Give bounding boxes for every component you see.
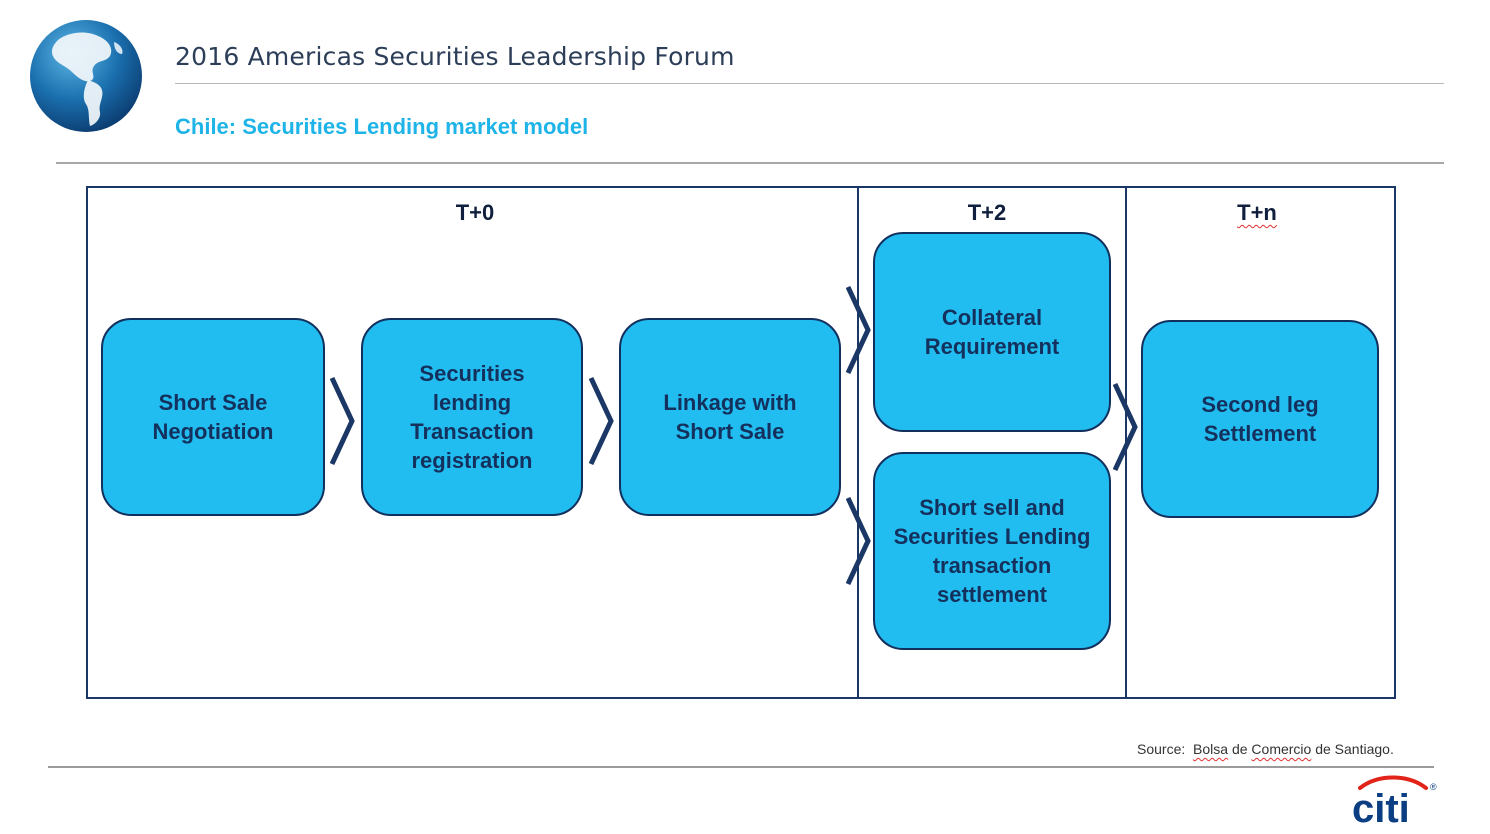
source-word-de: de [1231, 741, 1248, 757]
phase-divider-t2 [857, 186, 859, 697]
step-label: Linkage with Short Sale [663, 390, 797, 444]
step-label: Collateral Requirement [924, 305, 1060, 359]
source-note: Source: Bolsa de Comercio de Santiago. [1137, 741, 1394, 757]
title-divider [56, 162, 1444, 164]
logo-text: citi [1352, 787, 1410, 828]
citi-logo: citi ® [1352, 775, 1437, 828]
step-collateral-requirement: Collateral Requirement [873, 232, 1111, 432]
globe-icon [30, 20, 142, 132]
chevron-right-icon [330, 376, 355, 466]
forum-title: 2016 Americas Securities Leadership Foru… [175, 42, 735, 71]
footer-divider [48, 766, 1434, 768]
source-word-bolsa: Bolsa [1193, 741, 1229, 757]
step-label: Securities lending Transaction registrat… [410, 361, 534, 473]
source-rest: de Santiago. [1315, 741, 1394, 757]
phase-label-t2: T+2 [967, 200, 1007, 225]
page-title: Chile: Securities Lending market model [175, 114, 589, 139]
step-settlement: Short sell and Securities Lending transa… [873, 452, 1111, 650]
step-securities-lending-registration: Securities lending Transaction registrat… [361, 318, 583, 516]
chevron-right-icon [846, 496, 871, 586]
step-label: Short sell and Securities Lending transa… [893, 495, 1091, 607]
chevron-right-icon [589, 376, 614, 466]
step-second-leg-settlement: Second leg Settlement [1141, 320, 1379, 518]
step-label: Short Sale Negotiation [152, 390, 274, 444]
source-word-comercio: Comercio [1251, 741, 1312, 757]
phase-label-t0: T+0 [455, 200, 495, 225]
source-prefix: Source: [1137, 741, 1186, 757]
header-divider [175, 83, 1444, 84]
registered-mark: ® [1430, 782, 1437, 792]
step-linkage-with-short-sale: Linkage with Short Sale [619, 318, 841, 516]
step-label: Second leg Settlement [1201, 392, 1319, 446]
chevron-right-icon [846, 285, 871, 375]
phase-label-tn: T+n [1237, 200, 1277, 225]
step-short-sale-negotiation: Short Sale Negotiation [101, 318, 325, 516]
chevron-right-icon [1113, 382, 1138, 472]
process-diagram-frame [86, 186, 1396, 699]
